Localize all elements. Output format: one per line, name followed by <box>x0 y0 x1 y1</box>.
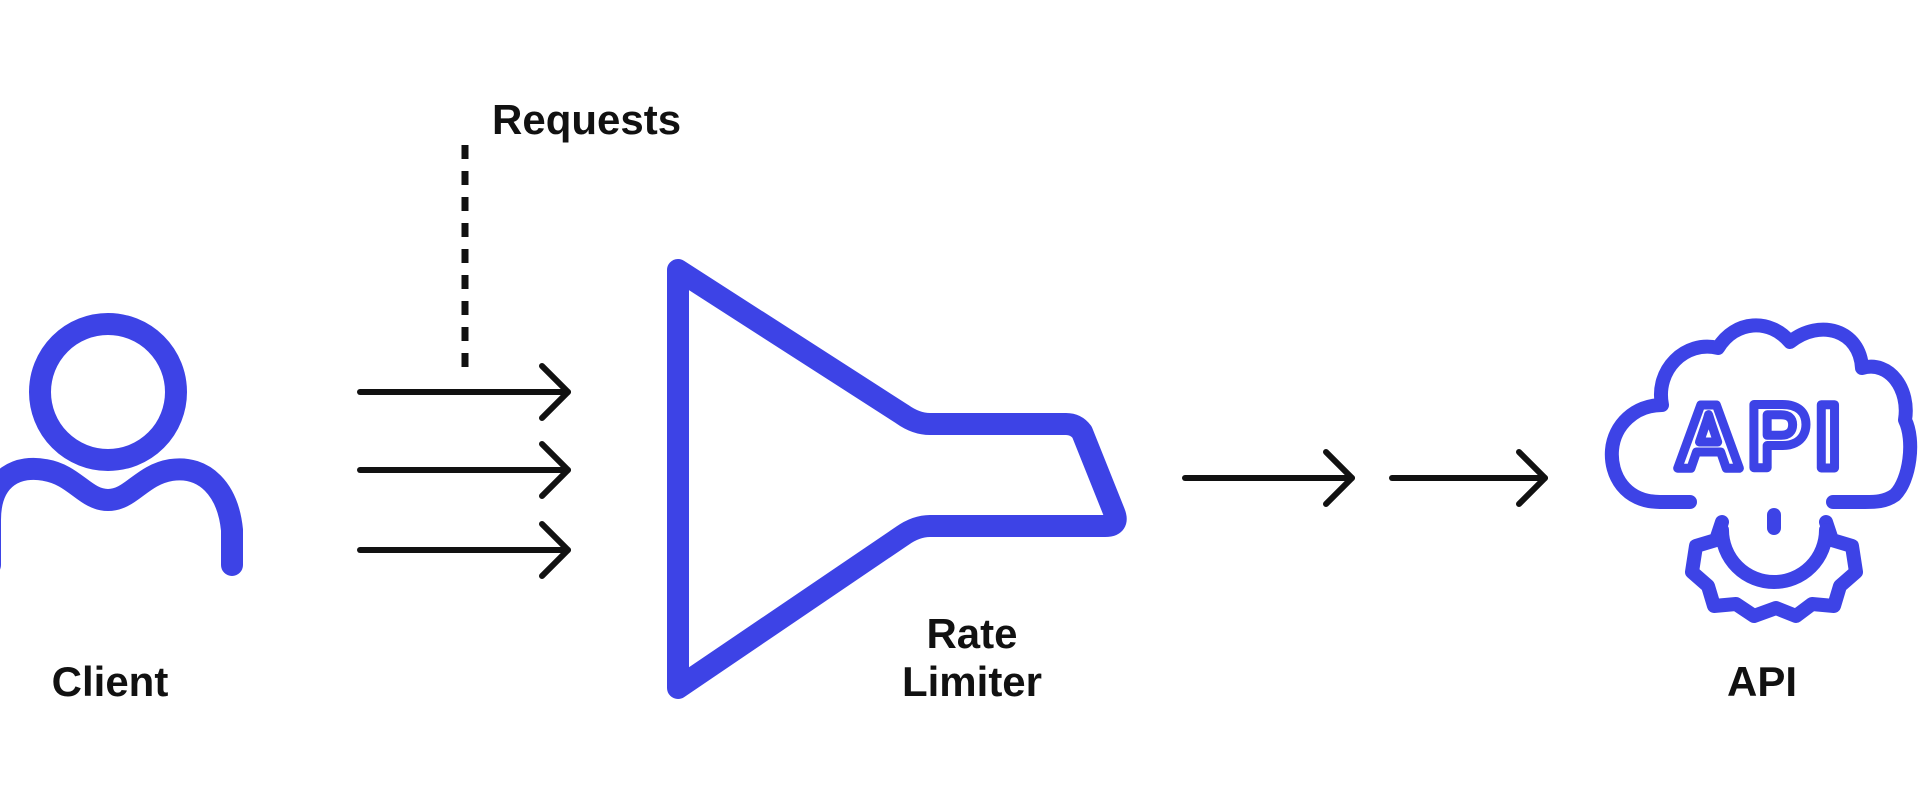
user-head <box>29 313 187 471</box>
output-arrow-1 <box>1182 449 1355 507</box>
request-arrow-3 <box>357 521 571 579</box>
api-gear-hub <box>1715 523 1833 589</box>
request-arrow-2 <box>357 441 571 499</box>
funnel-icon <box>667 259 1127 699</box>
request-arrow-1 <box>357 363 571 421</box>
rate-label: Rate <box>926 610 1017 657</box>
user-icon <box>0 313 243 576</box>
cloud-gear-api-icon <box>1604 318 1918 623</box>
output-arrows <box>1182 449 1548 507</box>
api-cloud <box>1604 318 1918 509</box>
api-icon-text: API <box>1675 386 1846 488</box>
api-label: API <box>1727 658 1797 705</box>
request-arrows <box>357 363 571 579</box>
user-shoulders <box>0 457 243 576</box>
requests-label: Requests <box>492 96 681 143</box>
limiter-label: Limiter <box>902 658 1042 705</box>
client-label: Client <box>52 658 169 705</box>
api-gear <box>1685 515 1863 623</box>
output-arrow-2 <box>1389 449 1548 507</box>
